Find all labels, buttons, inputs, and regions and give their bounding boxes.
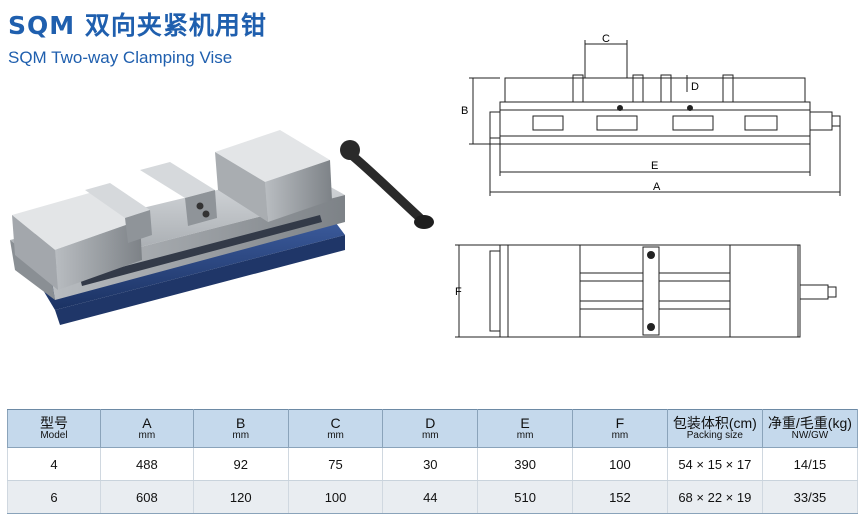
vise-side-view-drawing: C D B E A xyxy=(461,33,841,196)
cell-a: 608 xyxy=(99,480,194,514)
dim-label-b: B xyxy=(461,105,468,117)
cell-e: 510 xyxy=(477,480,573,514)
dim-label-f: F xyxy=(455,286,462,298)
cell-packing-size: 68 × 22 × 19 xyxy=(666,480,763,514)
cell-model: 4 xyxy=(7,447,101,481)
cell-f: 152 xyxy=(572,480,668,514)
cell-d: 30 xyxy=(382,447,479,481)
cell-a: 488 xyxy=(99,447,194,481)
col-header-packing-size: 包装体积(cm)Packing size xyxy=(666,409,763,448)
page-title-chinese: SQM 双向夹紧机用钳 xyxy=(8,11,267,40)
cell-weight: 14/15 xyxy=(761,447,859,481)
dim-label-a: A xyxy=(653,181,661,193)
cell-f: 100 xyxy=(572,447,668,481)
cell-model: 6 xyxy=(7,480,101,514)
dim-label-d: D xyxy=(691,81,699,93)
dim-label-e: E xyxy=(651,160,658,172)
cell-d: 44 xyxy=(382,480,479,514)
cell-c: 100 xyxy=(287,480,384,514)
cell-e: 390 xyxy=(477,447,573,481)
vise-top-view-drawing: F xyxy=(455,244,837,338)
vise-product-image xyxy=(10,130,434,325)
cell-weight: 33/35 xyxy=(761,480,859,514)
dim-label-c: C xyxy=(602,33,610,45)
cell-b: 92 xyxy=(192,447,289,481)
cell-c: 75 xyxy=(287,447,384,481)
table-row: 6 608 120 100 44 510 152 68 × 22 × 19 33… xyxy=(7,480,859,514)
col-header-weight: 净重/毛重(kg)NW/GW xyxy=(761,409,859,448)
cell-b: 120 xyxy=(192,480,289,514)
page-title-english: SQM Two-way Clamping Vise xyxy=(8,48,233,67)
table-row: 4 488 92 75 30 390 100 54 × 15 × 17 14/1… xyxy=(7,447,859,481)
cell-packing-size: 54 × 15 × 17 xyxy=(666,447,763,481)
